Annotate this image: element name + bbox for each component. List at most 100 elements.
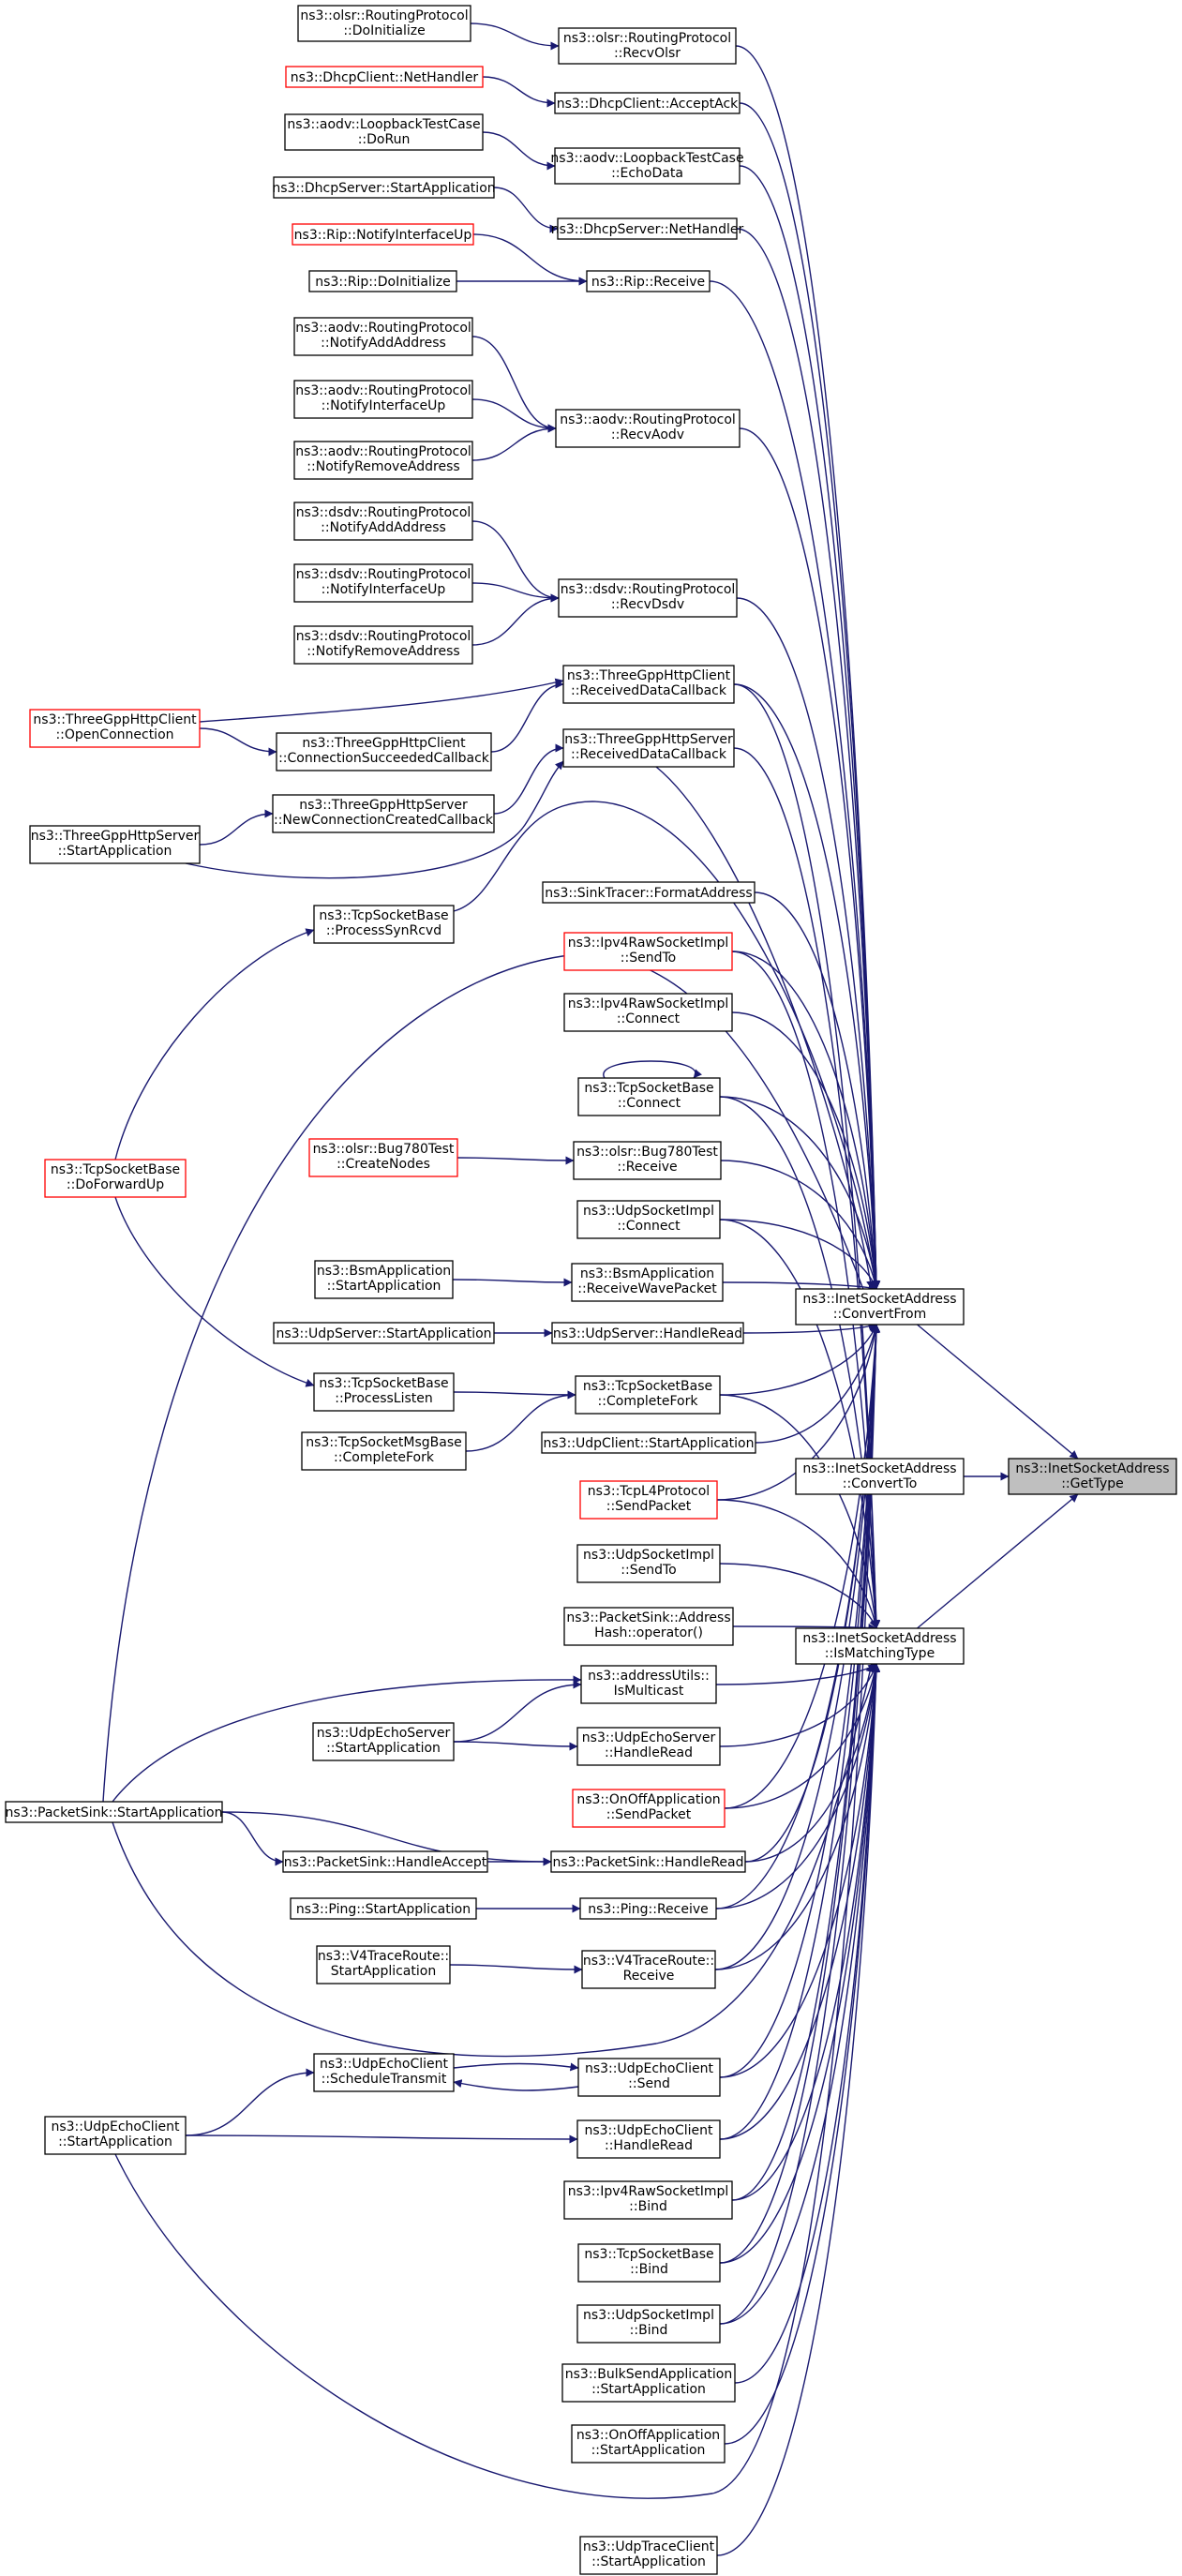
node-ping-receive[interactable]: ns3::Ping::Receive [579, 1897, 717, 1920]
node-aodv-dorun[interactable]: ns3::aodv::LoopbackTestCase::DoRun [284, 113, 484, 151]
node-packetsink-handle[interactable]: ns3::PacketSink::HandleRead [550, 1850, 746, 1873]
node-tcpl4-send[interactable]: ns3::TcpL4Protocol::SendPacket [579, 1480, 718, 1520]
edge-packetsink_start-to-convert_from [102, 953, 878, 1803]
node-udpecho-server-handle[interactable]: ns3::UdpEchoServer::HandleRead [576, 1727, 721, 1766]
node-v4trace-recv[interactable]: ns3::V4TraceRoute::Receive [581, 1950, 716, 1989]
node-rip-doinit[interactable]: ns3::Rip::DoInitialize [308, 270, 457, 292]
node-dhcps-nethandler[interactable]: ns3::DhcpServer::NetHandler [551, 217, 744, 240]
node-dsdv-ifup[interactable]: ns3::dsdv::RoutingProtocol::NotifyInterf… [293, 563, 473, 603]
node-label-line: ::CompleteFork [598, 1394, 699, 1409]
node-udp-connect[interactable]: ns3::UdpSocketImpl::Connect [576, 1200, 721, 1239]
node-udpclient-start[interactable]: ns3::UdpClient::StartApplication [541, 1431, 756, 1454]
node-tcp-doforwardup[interactable]: ns3::TcpSocketBase::DoForwardUp [44, 1159, 187, 1198]
node-olsr-bugcreate[interactable]: ns3::olsr::Bug780Test::CreateNodes [308, 1138, 458, 1177]
node-onoff-send[interactable]: ns3::OnOffApplication::SendPacket [572, 1789, 726, 1828]
node-aodv-rmaddr[interactable]: ns3::aodv::RoutingProtocol::NotifyRemove… [293, 441, 473, 480]
node-httpc-open[interactable]: ns3::ThreeGppHttpClient::OpenConnection [29, 709, 201, 748]
node-tcpmsg-fork[interactable]: ns3::TcpSocketMsgBase::CompleteFork [301, 1431, 467, 1471]
node-tcp-bind[interactable]: ns3::TcpSocketBase::Bind [577, 2243, 721, 2283]
edge-https_start-to-https_newconn [199, 809, 274, 846]
node-udpecho-client-sched[interactable]: ns3::UdpEchoClient::ScheduleTransmit [313, 2053, 455, 2092]
node-dhcps-start[interactable]: ns3::DhcpServer::StartApplication [272, 176, 496, 199]
node-ipv4raw-bind[interactable]: ns3::Ipv4RawSocketImpl::Bind [563, 2180, 733, 2220]
node-dhcpc-accept[interactable]: ns3::DhcpClient::AcceptAck [554, 92, 741, 114]
node-convert-to[interactable]: ns3::InetSocketAddress::ConvertTo [795, 1458, 965, 1495]
node-packetsink-start[interactable]: ns3::PacketSink::StartApplication [5, 1801, 223, 1823]
node-addrutils-mc[interactable]: ns3::addressUtils::IsMulticast [580, 1665, 717, 1704]
node-label-line: ns3::V4TraceRoute:: [583, 1954, 714, 1969]
node-dhcpc-nethandler[interactable]: ns3::DhcpClient::NetHandler [285, 66, 484, 88]
edge-ipv4raw_bind-to-is_matching_type [731, 1663, 881, 2201]
edge-packetsink_start-to-packetsink_handle [221, 1811, 552, 1866]
node-convert-from[interactable]: ns3::InetSocketAddress::ConvertFrom [795, 1288, 965, 1325]
node-onoff-start[interactable]: ns3::OnOffApplication::StartApplication [571, 2424, 726, 2464]
node-label-line: ns3::TcpSocketBase [584, 2247, 713, 2262]
edge-arrow [719, 1324, 881, 2264]
node-rip-receive[interactable]: ns3::Rip::Receive [586, 270, 711, 292]
node-label-line: ns3::aodv::RoutingProtocol [295, 321, 471, 336]
node-box [542, 881, 756, 904]
edge-sinktracer-to-convert_from [754, 891, 880, 1290]
node-udpserver-handle[interactable]: ns3::UdpServer::HandleRead [551, 1322, 744, 1344]
node-box [29, 709, 201, 748]
node-ping-start[interactable]: ns3::Ping::StartApplication [290, 1897, 477, 1920]
node-udpecho-server-start[interactable]: ns3::UdpEchoServer::StartApplication [312, 1722, 455, 1761]
node-udpecho-client-send[interactable]: ns3::UdpEchoClient::Send [577, 2058, 721, 2097]
node-bulksend-start[interactable]: ns3::BulkSendApplication::StartApplicati… [561, 2363, 736, 2403]
edge-arrow [715, 1324, 881, 1910]
edge-udpecho_client_handle-to-is_matching_type [719, 1663, 880, 2140]
node-udptrace-start[interactable]: ns3::UdpTraceClient::StartApplication [579, 2536, 718, 2575]
node-v4trace-start[interactable]: ns3::V4TraceRoute::StartApplication [316, 1945, 451, 1984]
node-udpserver-start[interactable]: ns3::UdpServer::StartApplication [273, 1322, 495, 1344]
node-udp-sendto[interactable]: ns3::UdpSocketImpl::SendTo [576, 1544, 721, 1583]
node-is-matching-type[interactable]: ns3::InetSocketAddress::IsMatchingType [795, 1627, 965, 1665]
node-olsr-bugrecv[interactable]: ns3::olsr::Bug780Test::Receive [573, 1141, 722, 1180]
node-packetsink-accept[interactable]: ns3::PacketSink::HandleAccept [282, 1850, 488, 1873]
node-httpc-recv[interactable]: ns3::ThreeGppHttpClient::ReceivedDataCal… [562, 665, 735, 704]
node-olsr-doinit[interactable]: ns3::olsr::RoutingProtocol::DoInitialize [297, 5, 471, 42]
node-aodv-recv[interactable]: ns3::aodv::RoutingProtocol::RecvAodv [555, 409, 741, 448]
node-udpecho-client-start[interactable]: ns3::UdpEchoClient::StartApplication [44, 2116, 187, 2155]
edge-arrow [719, 1219, 877, 1290]
node-tcp-connect[interactable]: ns3::TcpSocketBase::Connect [577, 1077, 721, 1116]
node-udpecho-client-handle[interactable]: ns3::UdpEchoClient::HandleRead [576, 2119, 721, 2159]
node-ipv4raw-sendto[interactable]: ns3::Ipv4RawSocketImpl::SendTo [563, 932, 733, 971]
edge-tcp_doforwardup-to-tcp_synrcvd [114, 928, 315, 1161]
node-label-line: ns3::ThreeGppHttpServer [564, 732, 733, 747]
node-aodv-addaddr[interactable]: ns3::aodv::RoutingProtocol::NotifyAddAdd… [293, 317, 473, 356]
edge-arrow [493, 187, 559, 233]
edge-arrow [736, 228, 881, 1290]
node-aodv-ifup[interactable]: ns3::aodv::RoutingProtocol::NotifyInterf… [293, 380, 473, 419]
node-olsr-recv[interactable]: ns3::olsr::RoutingProtocol::RecvOlsr [558, 27, 737, 65]
node-box [576, 1727, 721, 1766]
node-https-recv[interactable]: ns3::ThreeGppHttpServer::ReceivedDataCal… [562, 728, 735, 768]
node-https-newconn[interactable]: ns3::ThreeGppHttpServer::NewConnectionCr… [272, 794, 495, 833]
node-https-start[interactable]: ns3::ThreeGppHttpServer::StartApplicatio… [29, 825, 201, 864]
node-label-line: ::ReceivedDataCallback [571, 747, 727, 762]
node-label-line: ::IsMatchingType [825, 1646, 935, 1661]
node-dsdv-rmaddr[interactable]: ns3::dsdv::RoutingProtocol::NotifyRemove… [293, 625, 473, 665]
node-tcp-listen[interactable]: ns3::TcpSocketBase::ProcessListen [313, 1372, 455, 1412]
node-bsm-recv[interactable]: ns3::BsmApplication::ReceiveWavePacket [571, 1263, 724, 1302]
node-httpc-connsucc[interactable]: ns3::ThreeGppHttpClient::ConnectionSucce… [276, 732, 492, 771]
node-dsdv-addaddr[interactable]: ns3::dsdv::RoutingProtocol::NotifyAddAdd… [293, 502, 473, 541]
node-tcp-completefork[interactable]: ns3::TcpSocketBase::CompleteFork [575, 1375, 721, 1415]
node-ipv4raw-connect[interactable]: ns3::Ipv4RawSocketImpl::Connect [563, 993, 733, 1032]
edge-udpecho_client_handle-to-convert_from [719, 1324, 881, 2140]
edge-arrow [102, 953, 878, 1803]
node-bsm-start[interactable]: ns3::BsmApplication::StartApplication [314, 1260, 454, 1299]
edge-tcp_completefork-to-convert_from [719, 1324, 877, 1396]
node-get-type[interactable]: ns3::InetSocketAddress::GetType [1008, 1458, 1177, 1495]
edge-udp_connect-to-is_matching_type [719, 1219, 880, 1629]
node-udp-bind[interactable]: ns3::UdpSocketImpl::Bind [576, 2304, 721, 2344]
edge-arrow [733, 683, 881, 1290]
node-rip-notify[interactable]: ns3::Rip::NotifyInterfaceUp [292, 223, 474, 246]
node-dsdv-recv[interactable]: ns3::dsdv::RoutingProtocol::RecvDsdv [558, 578, 738, 618]
node-sinktracer[interactable]: ns3::SinkTracer::FormatAddress [542, 881, 756, 904]
node-label-line: ns3::DhcpClient::AcceptAck [557, 97, 739, 112]
node-aodv-echodata[interactable]: ns3::aodv::LoopbackTestCase::EchoData [550, 147, 744, 185]
node-tcp-synrcvd[interactable]: ns3::TcpSocketBase::ProcessSynRcvd [313, 905, 455, 944]
edge-udp_connect-to-convert_from [719, 1219, 877, 1290]
